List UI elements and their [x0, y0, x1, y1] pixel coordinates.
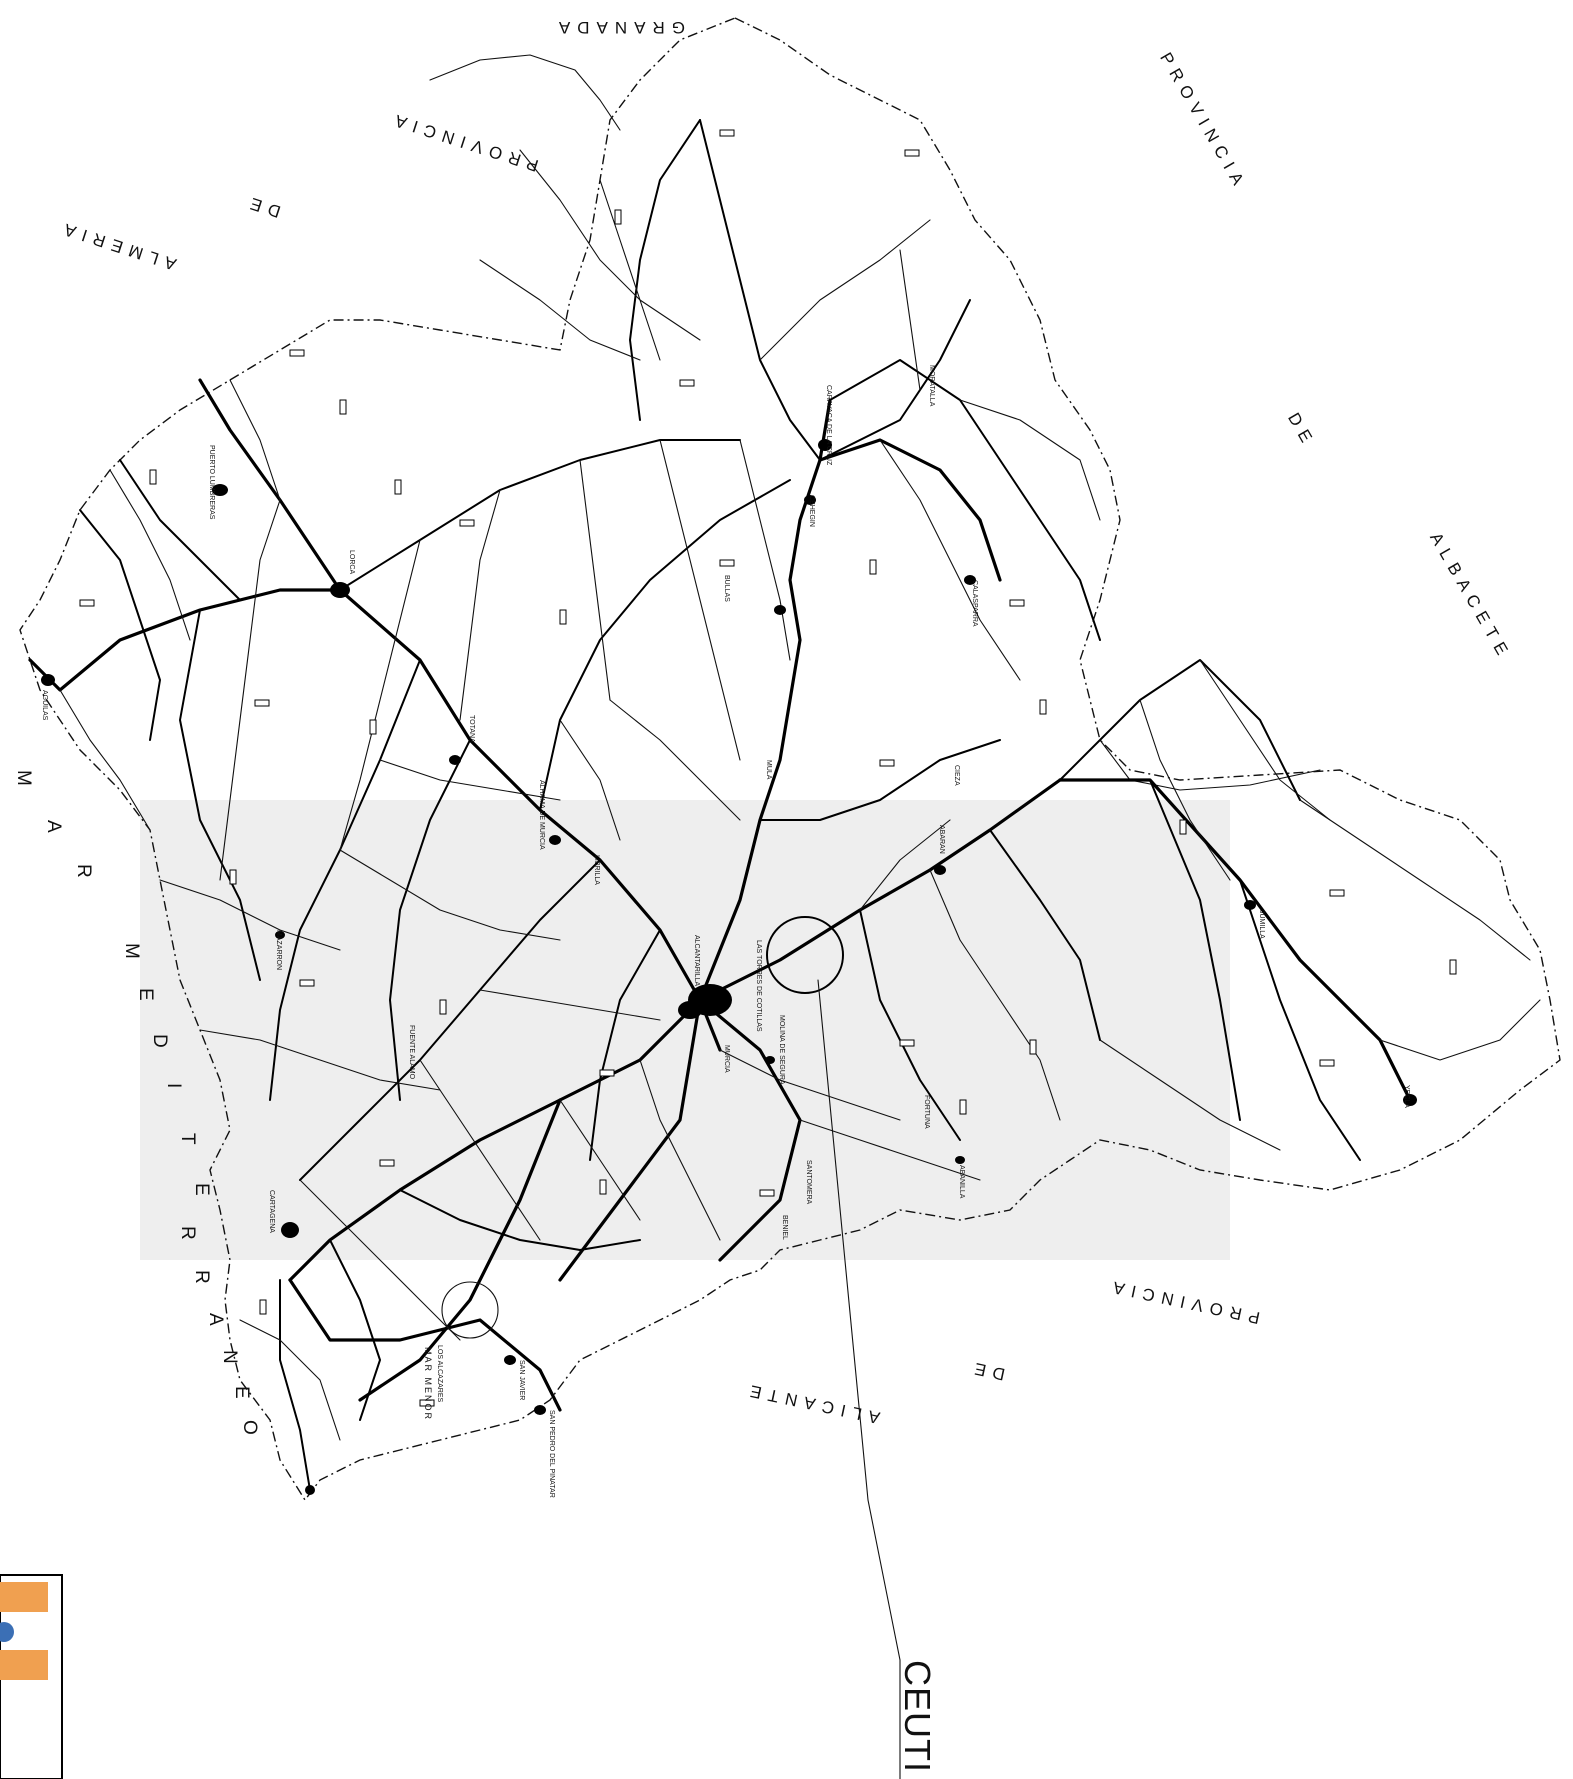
label-de-top: DE — [241, 192, 283, 222]
svg-text:ABANILLA: ABANILLA — [958, 1165, 965, 1199]
svg-text:FORTUNA: FORTUNA — [923, 1095, 930, 1129]
svg-text:SANTOMERA: SANTOMERA — [805, 1160, 812, 1205]
svg-text:TOTANA: TOTANA — [468, 715, 475, 743]
university-logo-fragment — [0, 1574, 63, 1779]
minor-roads — [59, 149, 1541, 1441]
ring-road-coast — [441, 1281, 499, 1339]
label-alicante: ALICANTE — [742, 1380, 882, 1428]
svg-text:FUENTE ALAMO: FUENTE ALAMO — [408, 1025, 415, 1080]
region-boundary — [19, 17, 1561, 1502]
svg-text:SAN PEDRO DEL PINATAR: SAN PEDRO DEL PINATAR — [548, 1410, 555, 1498]
svg-text:R: R — [73, 864, 94, 878]
svg-text:CALASPARRA: CALASPARRA — [971, 580, 978, 627]
svg-text:BULLAS: BULLAS — [723, 575, 730, 602]
road-number-plates — [79, 129, 1457, 1407]
svg-text:E: E — [135, 988, 156, 1001]
svg-text:BENIEL: BENIEL — [781, 1215, 788, 1240]
label-almeria: ALMERIA — [55, 218, 178, 274]
svg-text:ALHAMA DE MURCIA: ALHAMA DE MURCIA — [538, 780, 545, 850]
svg-text:A: A — [205, 1313, 226, 1326]
label-de-right: DE — [1284, 410, 1319, 452]
svg-text:CEHEGIN: CEHEGIN — [808, 495, 815, 527]
svg-text:I: I — [163, 1083, 184, 1088]
svg-text:YECLA: YECLA — [1403, 1085, 1410, 1108]
svg-text:E: E — [231, 1386, 252, 1399]
svg-text:JUMILLA: JUMILLA — [1258, 910, 1265, 939]
town-labels: PUERTO LUMBRERAS LORCA AGUILAS TOTANA MA… — [41, 365, 1410, 1498]
svg-text:MAZARRON: MAZARRON — [275, 930, 282, 970]
label-de-bottom: DE — [966, 1358, 1007, 1384]
svg-text:R: R — [177, 1226, 198, 1240]
svg-text:A: A — [43, 820, 64, 833]
svg-text:LORCA: LORCA — [348, 550, 355, 574]
label-mar-menor: MAR MENOR — [423, 1347, 433, 1421]
label-provincia-bottom: PROVINCIA — [1105, 1276, 1262, 1327]
svg-text:M: M — [121, 943, 142, 959]
svg-text:T: T — [177, 1133, 198, 1145]
svg-text:D: D — [149, 1034, 170, 1048]
svg-text:MULA: MULA — [765, 760, 772, 780]
svg-text:LOS ALCAZARES: LOS ALCAZARES — [436, 1345, 443, 1403]
svg-text:M: M — [13, 770, 34, 786]
svg-text:AGUILAS: AGUILAS — [41, 690, 48, 721]
sea-label-mar-mediterraneo: M A R M E D I T E R R A N E O — [13, 770, 260, 1435]
svg-text:R: R — [191, 1270, 212, 1284]
svg-text:LIBRILLA: LIBRILLA — [593, 855, 600, 885]
svg-text:LAS TORRES DE COTILLAS: LAS TORRES DE COTILLAS — [755, 940, 762, 1032]
granada-border — [429, 54, 621, 131]
label-albacete: ALBACETE — [1426, 529, 1515, 664]
svg-text:E: E — [191, 1183, 212, 1196]
svg-text:ALCANTARILLA: ALCANTARILLA — [693, 935, 700, 987]
ceuti-leader-line — [817, 979, 901, 1779]
town-markers — [41, 439, 1417, 1495]
yecla-jumilla-boundary — [1099, 739, 1321, 791]
svg-text:PUERTO LUMBRERAS: PUERTO LUMBRERAS — [208, 445, 215, 520]
svg-text:ABARAN: ABARAN — [938, 825, 945, 854]
svg-text:N: N — [219, 1350, 240, 1364]
callout-label-ceuti: CEUTI — [897, 1660, 938, 1773]
svg-text:CIEZA: CIEZA — [953, 765, 960, 786]
svg-text:MORATALLA: MORATALLA — [928, 365, 935, 407]
ring-road — [766, 916, 844, 994]
svg-text:O: O — [239, 1420, 260, 1435]
svg-text:MURCIA: MURCIA — [723, 1045, 730, 1073]
svg-text:CARAVACA DE LA CRUZ: CARAVACA DE LA CRUZ — [825, 385, 832, 466]
label-granada: GRANADA — [552, 18, 685, 37]
label-provincia-top: PROVINCIA — [386, 109, 541, 175]
label-provincia-right: PROVINCIA — [1156, 49, 1251, 194]
svg-text:CARTAGENA: CARTAGENA — [268, 1190, 275, 1233]
watermark — [140, 800, 1230, 1260]
svg-text:MOLINA DE SEGURA: MOLINA DE SEGURA — [778, 1015, 785, 1085]
svg-text:SAN JAVIER: SAN JAVIER — [518, 1360, 525, 1400]
